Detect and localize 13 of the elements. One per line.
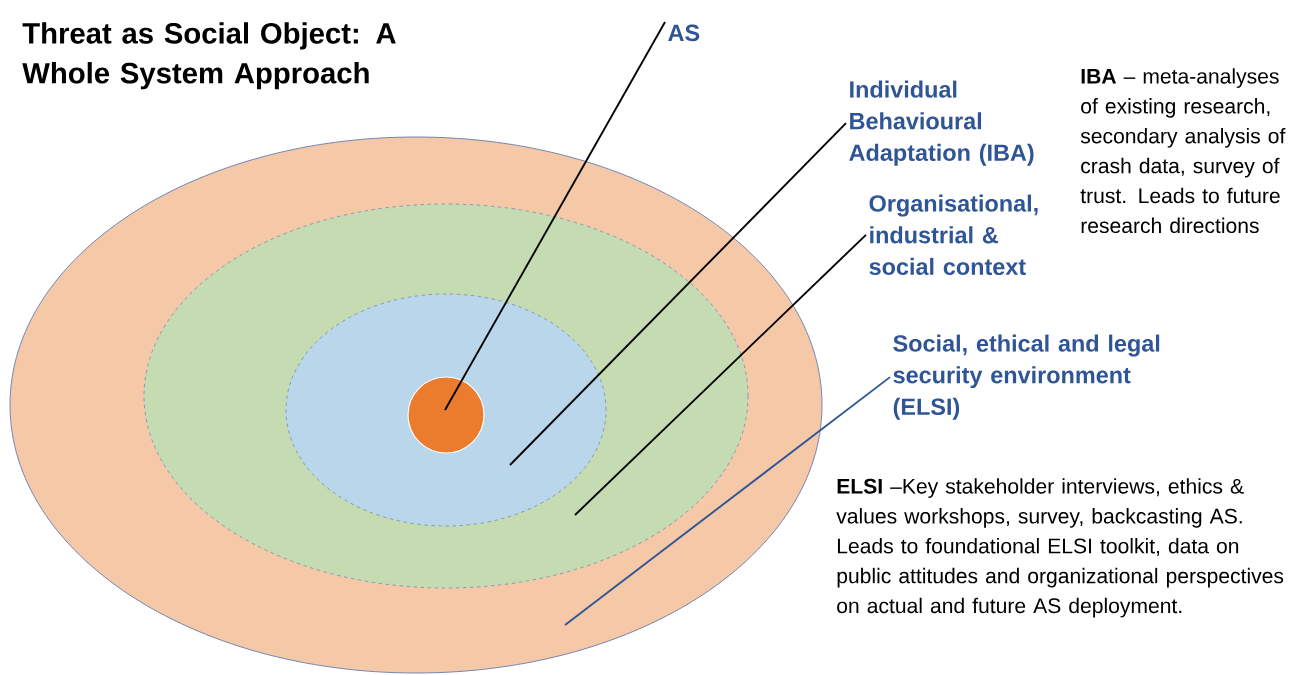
layer-label: Individual Behavioural Adaptation (IBA) [849, 80, 1034, 166]
layer-label: Organisational, industrial & social context [869, 194, 1038, 276]
leader-line [574, 233, 867, 516]
layer-label: AS [668, 24, 700, 42]
leader-line [509, 122, 847, 466]
description-text: IBA – meta-analyses of existing research, secondary analysis of crash data, survey of trust. Leads to future research directions [1080, 68, 1286, 234]
title: Threat as Social Object: A Whole System Approach [22, 22, 396, 90]
leader-line [564, 376, 891, 626]
ring-ellipse [285, 293, 607, 527]
description-text: ELSI –Key stakeholder interviews, ethics & values workshops, survey, backcasting AS. Leads to foundational ELSI toolkit, data on public attitudes and organizational perspectives on actual and future AS deployment. [836, 478, 1284, 618]
leader-line [444, 21, 666, 411]
layer-label: Social, ethical and legal security environment (ELSI) [893, 334, 1160, 420]
core-circle [407, 376, 485, 454]
